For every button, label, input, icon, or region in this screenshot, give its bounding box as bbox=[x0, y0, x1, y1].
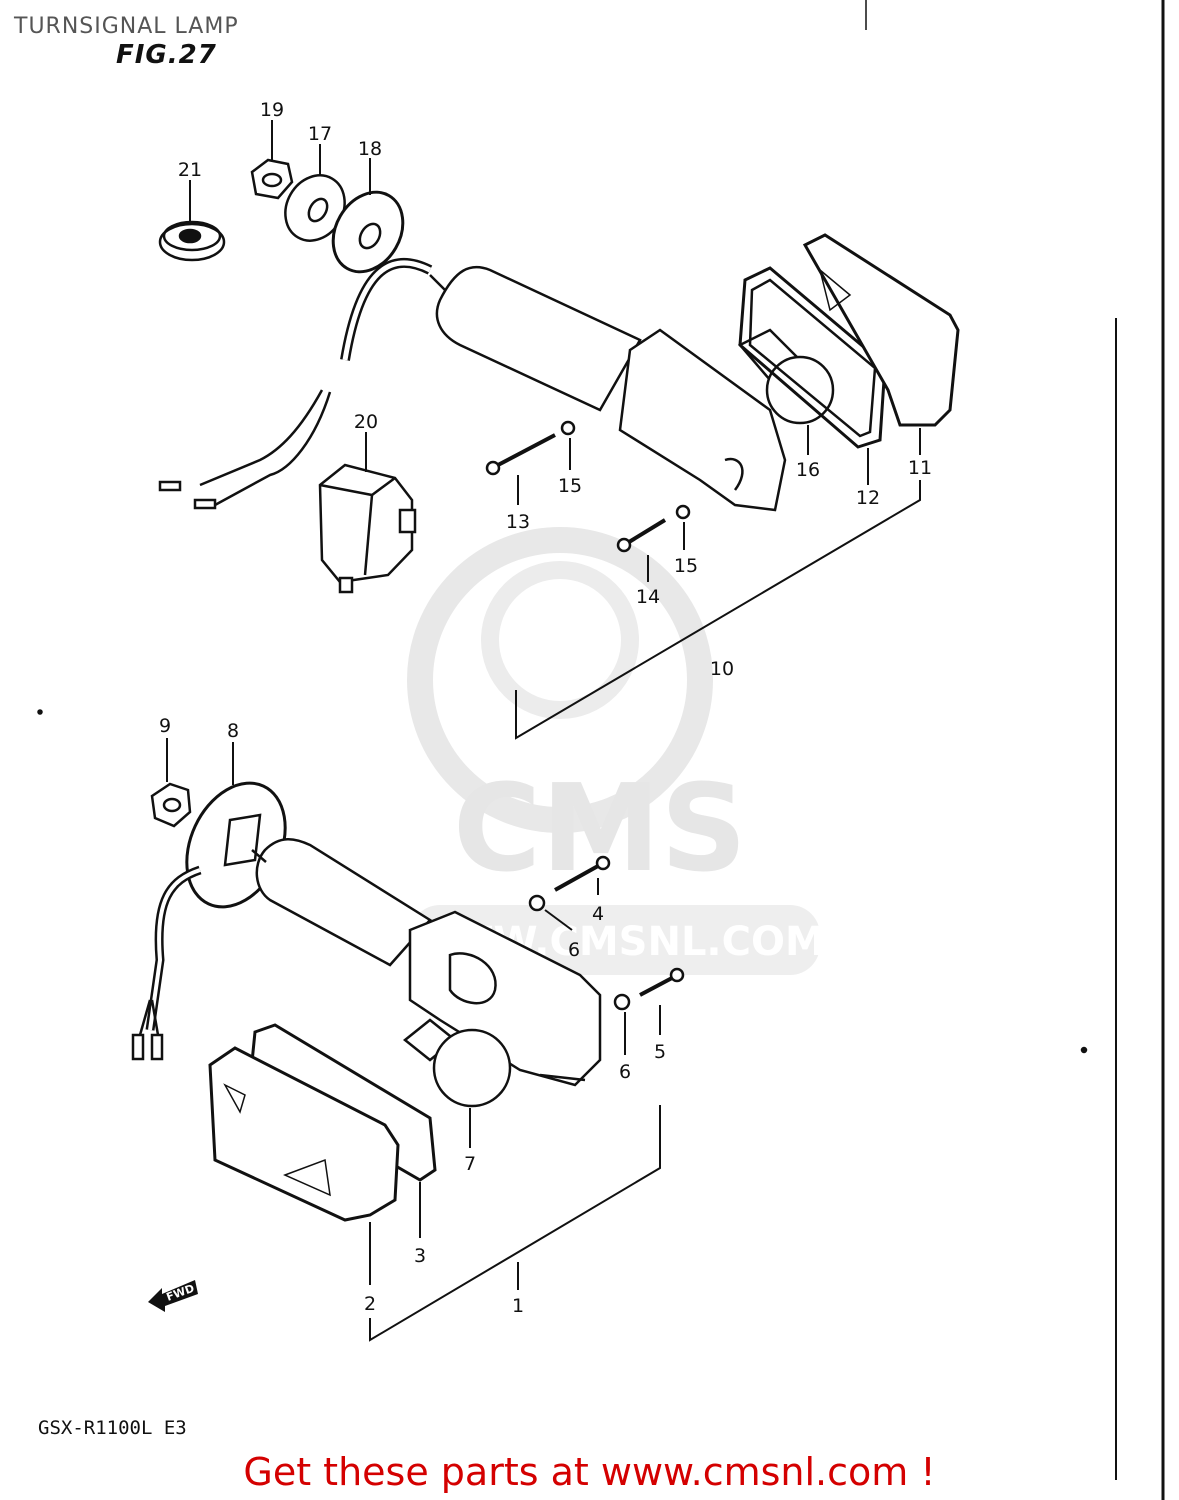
nut-15b bbox=[675, 504, 691, 520]
fwd-direction-arrow: FWD bbox=[148, 1280, 198, 1312]
callout-15a: 15 bbox=[558, 475, 582, 497]
figure-number: FIG.27 bbox=[116, 40, 217, 70]
page-border bbox=[865, 0, 1165, 1500]
page-title: TURNSIGNAL LAMP bbox=[14, 14, 239, 39]
callout-17: 17 bbox=[308, 123, 332, 145]
rear-turnsignal-assembly bbox=[158, 158, 960, 594]
callout-labels: 19 17 18 21 20 16 12 11 13 15 15 14 10 9… bbox=[159, 99, 932, 1317]
model-code: GSX-R1100L E3 bbox=[38, 1417, 187, 1439]
rear-lamp-stem bbox=[435, 265, 642, 412]
grommet-21 bbox=[158, 220, 226, 262]
leader-lines-lower bbox=[166, 738, 661, 1342]
callout-10: 10 bbox=[710, 658, 734, 680]
nut-6b bbox=[613, 993, 631, 1011]
callout-6b: 6 bbox=[619, 1061, 631, 1083]
watermark-brand: CMS bbox=[453, 760, 747, 899]
lens-2 bbox=[208, 1046, 400, 1222]
callout-2: 2 bbox=[364, 1293, 376, 1315]
leader-lines-upper bbox=[189, 120, 921, 740]
callout-11: 11 bbox=[908, 457, 932, 479]
screw-5 bbox=[639, 967, 685, 997]
screw-4 bbox=[554, 855, 611, 892]
front-lamp-stem bbox=[255, 838, 432, 967]
nut-9 bbox=[150, 782, 192, 828]
callout-15b: 15 bbox=[674, 555, 698, 577]
callout-19: 19 bbox=[260, 99, 284, 121]
callout-16: 16 bbox=[796, 459, 820, 481]
footer-parts-link[interactable]: Get these parts at www.cmsnl.com ! bbox=[243, 1450, 936, 1494]
front-lamp-housing bbox=[408, 910, 602, 1087]
callout-1: 1 bbox=[512, 1295, 524, 1317]
callout-6a: 6 bbox=[568, 939, 580, 961]
callout-3: 3 bbox=[414, 1245, 426, 1267]
nut-6a bbox=[528, 894, 546, 912]
callout-5: 5 bbox=[654, 1041, 666, 1063]
callout-8: 8 bbox=[227, 720, 239, 742]
watermark: CMS WWW.CMSNL.COM bbox=[405, 527, 825, 975]
callout-12: 12 bbox=[856, 487, 880, 509]
screw-13 bbox=[485, 433, 556, 476]
callout-9: 9 bbox=[159, 715, 171, 737]
callout-21: 21 bbox=[178, 159, 202, 181]
callout-4: 4 bbox=[592, 903, 604, 925]
gasket-12 bbox=[738, 266, 887, 449]
callout-14: 14 bbox=[636, 586, 660, 608]
lens-11 bbox=[802, 233, 960, 427]
callout-18: 18 bbox=[358, 138, 382, 160]
nut-19 bbox=[250, 158, 294, 200]
callout-7: 7 bbox=[464, 1153, 476, 1175]
callout-13: 13 bbox=[506, 511, 530, 533]
washer-18 bbox=[331, 190, 405, 274]
callout-20: 20 bbox=[354, 411, 378, 433]
rear-lamp-housing bbox=[618, 328, 787, 512]
nut-15a bbox=[560, 420, 576, 436]
screw-14 bbox=[616, 518, 667, 553]
front-turnsignal-assembly bbox=[37, 709, 1088, 1222]
fwd-arrow-label: FWD bbox=[165, 1282, 196, 1304]
relay-20 bbox=[318, 463, 417, 594]
bulb-7 bbox=[402, 1018, 512, 1108]
